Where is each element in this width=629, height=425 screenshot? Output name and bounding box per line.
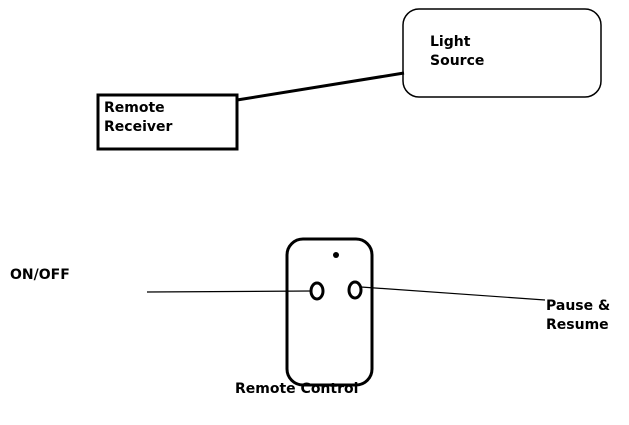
receiver-to-light-connector [236, 71, 405, 102]
remote-receiver-label: Remote Receiver [104, 100, 173, 135]
indicator-dot [333, 252, 339, 258]
remote-control-body [285, 237, 374, 387]
on-off-button [309, 281, 325, 301]
light-source-label: Light Source [430, 34, 485, 69]
on-off-callout-line [146, 290, 312, 293]
remote-receiver-box [96, 93, 239, 151]
pause-resume-button [347, 280, 363, 300]
pause-resume-label: Pause & Resume [546, 298, 611, 333]
pause-resume-callout-line [360, 286, 546, 301]
on-off-label: ON/OFF [10, 267, 70, 283]
remote-control-label: Remote Control [235, 381, 359, 397]
light-source-box [402, 8, 602, 98]
